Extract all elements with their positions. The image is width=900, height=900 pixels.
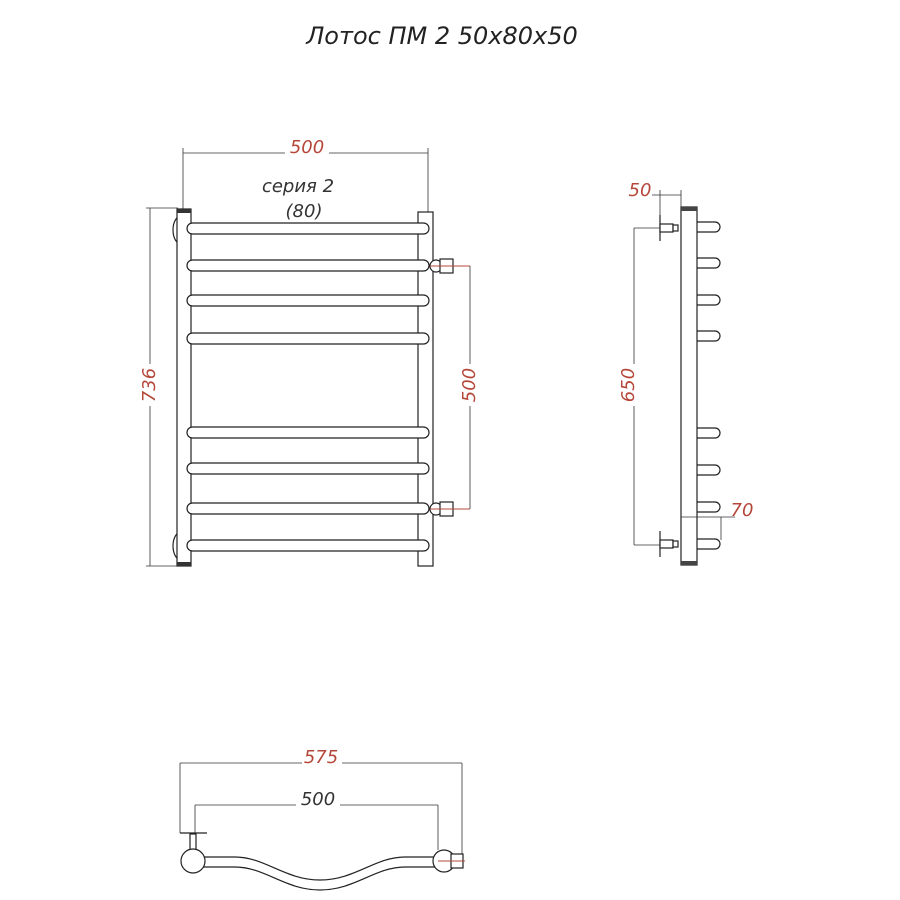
front-width-dim: 500 [290, 137, 324, 158]
side-hooks [697, 221, 721, 550]
center-width-dim: 500 [301, 789, 335, 810]
height-dim: 736 [139, 368, 160, 402]
connection-dim: 500 [459, 368, 480, 402]
side-view: 50 650 70 [618, 180, 754, 566]
drawing-title: Лотос ПМ 2 50x80x50 [305, 22, 578, 50]
overall-width-dim: 575 [304, 747, 338, 768]
front-view: 500 серия 2 (80) 736 [135, 137, 480, 567]
wall-offset-dim: 50 [629, 180, 652, 201]
depth-dim: 70 [731, 500, 754, 521]
towel-bars [186, 222, 430, 552]
top-view: 575 500 [179, 747, 465, 891]
series-value: (80) [286, 201, 323, 222]
mount-spacing-dim: 650 [618, 368, 639, 402]
series-label: серия 2 [262, 176, 334, 197]
